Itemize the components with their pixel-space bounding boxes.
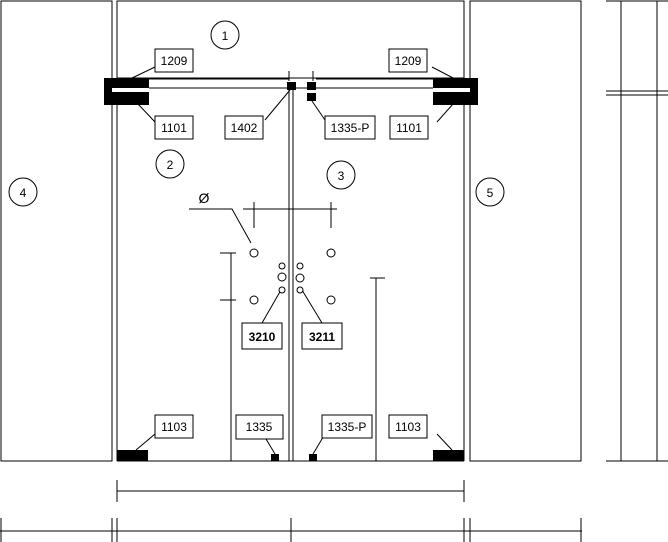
bottom-center-fitting-right [309, 454, 317, 461]
label-1335-bottom-text: 1335 [246, 420, 273, 434]
label-handle-right-text: 3211 [309, 330, 335, 344]
leader-top-left-rail [129, 66, 156, 80]
handle-hole-right-1 [296, 262, 304, 270]
panel-outlines [0, 0, 582, 462]
zone-label-5: 5 [487, 186, 494, 200]
white-gaps [112, 88, 470, 92]
top-left-rail-gap [112, 88, 149, 92]
label-1335-p-top-text: 1335-P [331, 121, 370, 135]
label-top-right-rail-text: 1209 [395, 54, 422, 68]
hole-left-bottom [249, 295, 259, 305]
label-1335-p-bottom: 1335-P [321, 414, 373, 439]
hole-dimension-lines [220, 202, 385, 461]
label-bottom-left-clamp: 1103 [154, 414, 194, 439]
label-1335-p-top: 1335-P [324, 115, 376, 140]
leader-handle-right [301, 289, 323, 324]
label-handle-left: 3210 [241, 322, 283, 350]
zone-marker-4: 4 [8, 177, 38, 207]
top-right-rail-gap [433, 88, 470, 92]
label-bottom-left-clamp-text: 1103 [161, 420, 187, 434]
zone-markers: 1 2 3 4 5 [8, 20, 505, 207]
top-center-fitting-right-lower [307, 93, 316, 101]
leader-lines [129, 66, 456, 455]
leader-top-right-clamp [436, 103, 454, 123]
holes [249, 248, 336, 305]
leader-diameter [189, 208, 252, 244]
zone-label-3: 3 [338, 169, 345, 183]
leader-1402 [264, 89, 291, 121]
zone-marker-2: 2 [155, 149, 185, 179]
bottom-left-clamp [117, 450, 148, 461]
label-1402-text: 1402 [231, 121, 258, 135]
zone-label-4: 4 [20, 186, 27, 200]
label-top-left-clamp: 1101 [154, 115, 194, 140]
leader-bottom-right-clamp [436, 433, 453, 451]
zone-label-2: 2 [167, 158, 174, 172]
handle-hole-right-3 [296, 286, 304, 294]
label-top-left-rail: 1209 [154, 48, 194, 73]
leader-bottom-left-clamp [135, 433, 156, 451]
label-1402: 1402 [224, 115, 264, 140]
handle-hole-left-1 [278, 262, 286, 270]
label-top-left-rail-text: 1209 [161, 54, 188, 68]
top-center-fitting-right [307, 82, 316, 90]
label-1335-p-bottom-text: 1335-P [328, 420, 367, 434]
label-top-right-clamp-text: 1101 [396, 121, 422, 135]
hole-right-top [326, 248, 336, 258]
leader-top-left-clamp [137, 103, 156, 123]
bottom-center-fitting-left [271, 454, 279, 461]
zone-marker-1: 1 [210, 20, 240, 50]
label-bottom-right-clamp-text: 1103 [395, 420, 421, 434]
label-top-left-clamp-text: 1101 [161, 121, 187, 135]
right-side-panel [469, 0, 582, 462]
label-1335-bottom: 1335 [235, 414, 284, 440]
hole-left-top [249, 248, 259, 258]
leader-1335-p-top [311, 100, 326, 121]
zone-marker-5: 5 [475, 177, 505, 207]
handle-hole-right-2 [295, 273, 305, 283]
diameter-mark: Ø [199, 190, 210, 206]
part-labels: 1209 1209 1101 1101 1402 1335-P 3210 3 2 [154, 48, 429, 440]
diameter-symbol: Ø [199, 190, 210, 206]
handle-hole-left-2 [277, 272, 287, 282]
hole-right-bottom [326, 295, 336, 305]
top-center-fitting-left [287, 82, 296, 90]
left-side-panel [0, 0, 113, 462]
label-handle-right: 3211 [301, 322, 343, 350]
label-top-right-clamp: 1101 [389, 115, 429, 140]
label-bottom-right-clamp: 1103 [388, 414, 428, 439]
zone-marker-3: 3 [326, 160, 356, 190]
label-top-right-rail: 1209 [388, 48, 428, 73]
top-transom [116, 0, 465, 79]
leader-top-right-rail [431, 66, 456, 80]
zone-label-1: 1 [222, 29, 229, 43]
leader-handle-left [261, 289, 282, 324]
bottom-right-clamp [433, 450, 464, 461]
label-handle-left-text: 3210 [249, 330, 276, 344]
handle-hole-left-3 [278, 286, 286, 294]
leader-1335-bottom [265, 438, 276, 455]
